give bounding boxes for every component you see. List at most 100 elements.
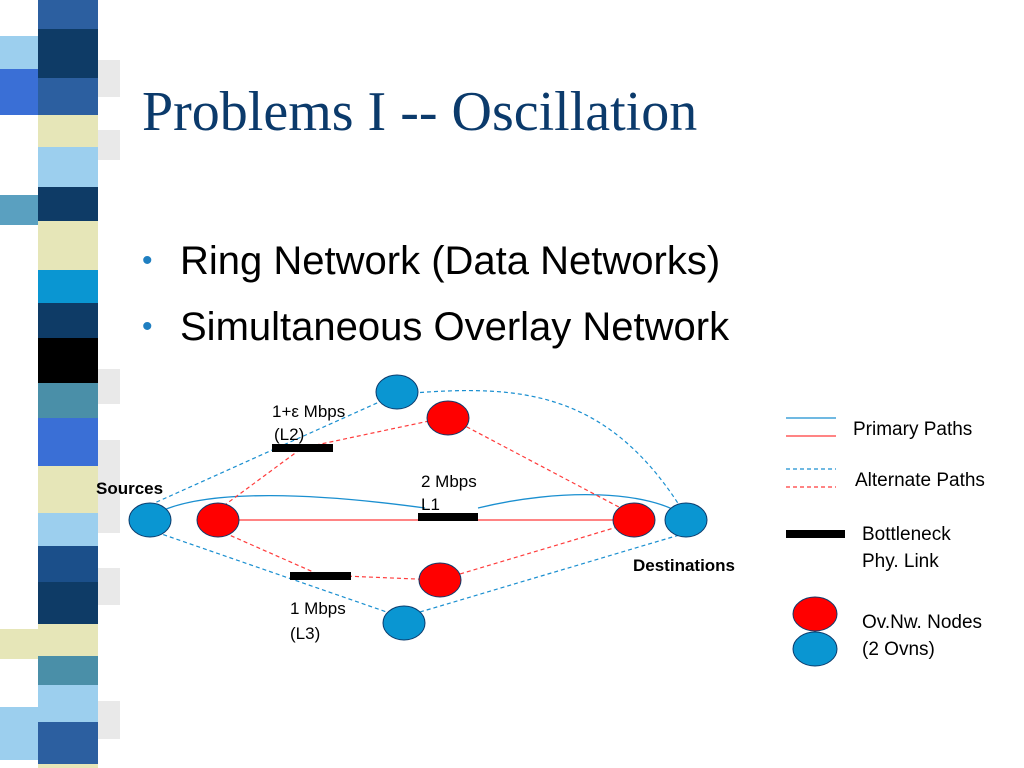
l3-capacity-label: 1 Mbps [290,599,346,618]
stripe-cell [98,605,120,654]
alternate-path-blue [149,529,405,619]
legend-nodes-label: Ov.Nw. Nodes [862,612,982,633]
stripe-cell [98,0,120,14]
alternate-path-blue [412,390,687,517]
bullet-text: Simultaneous Overlay Network [180,305,730,349]
stripe-cell [98,253,120,299]
stripe-cell [0,548,38,588]
alternate-path-red [447,416,635,516]
stripe-cell [38,466,98,513]
sources-label: Sources [96,479,163,498]
stripe-cell [0,385,38,420]
stripe-cell [98,568,120,605]
stripe-cell [98,404,120,440]
legend-blue-node-swatch [792,631,838,667]
stripe-cell [98,739,120,768]
stripe-cell [0,760,38,768]
l1-capacity-label: 2 Mbps [421,472,477,491]
decorative-side-stripe [0,0,120,768]
stripe-cell [98,701,120,739]
stripe-cell [38,513,98,546]
alternate-path-red [439,521,635,581]
red-source-node [196,502,240,538]
red-destination-node [612,502,656,538]
stripe-cell [0,629,38,659]
stripe-cell [0,354,38,385]
stripe-cell [0,165,38,195]
legend-bottleneck-label: Bottleneck [862,524,951,545]
stripe-cell [38,270,98,303]
legend: Primary Paths Alternate Paths Bottleneck… [786,417,985,667]
stripe-cell [38,187,98,221]
stripe-cell [38,221,98,270]
bullet-text: Ring Network (Data Networks) [180,239,721,283]
alternate-path-red [217,529,321,576]
stripe-cell [0,707,38,760]
stripe-cell [38,582,98,624]
stripe-cell [38,383,98,418]
stripe-cell [38,722,98,764]
slide-title: Problems I -- Oscillation [142,81,698,143]
stripe-cell [38,685,98,722]
legend-bottleneck-label-2: Phy. Link [862,551,939,572]
blue-source-node [128,502,172,538]
stripe-cell [0,420,38,469]
blue-destination-node [664,502,708,538]
primary-path-blue [477,494,687,518]
blue-bottom-node [382,605,426,641]
l2-link-label: (L2) [274,425,304,444]
bullet-dot: • [142,244,153,277]
stripe-cell [0,225,38,276]
stripe-cell [38,115,98,147]
alternate-path-red [217,447,303,511]
stripe-cell [0,115,38,165]
bullet-item: • Ring Network (Data Networks) [140,228,729,294]
bullet-dot: • [142,310,153,343]
destinations-label: Destinations [633,556,735,575]
stripe-cell [38,29,98,78]
alternate-path-red [301,416,449,449]
l1-link-label: L1 [421,495,440,514]
red-top-node [426,400,470,436]
stripe-cell [98,204,120,253]
stripe-cell [38,764,98,768]
stripe-cell [0,195,38,225]
stripe-cell [98,299,120,341]
stripe-cell [98,654,120,701]
stripe-cell [38,624,98,656]
stripe-cell [98,160,120,204]
stripe-cell [98,533,120,568]
stripe-cell [38,147,98,187]
stripe-cell [98,60,120,97]
alternate-path-blue [419,532,687,613]
stripe-cell [38,656,98,685]
stripe-cell [38,78,98,115]
bullet-item: • Simultaneous Overlay Network [140,294,729,360]
legend-alternate-label: Alternate Paths [855,470,985,491]
stripe-cell [38,338,98,383]
stripe-cell [38,418,98,466]
stripe-cell [98,369,120,404]
legend-primary-label: Primary Paths [853,419,972,440]
stripe-cell [0,659,38,707]
stripe-cell [38,546,98,582]
l3-link-label: (L3) [290,624,320,643]
stripe-cell [38,0,98,29]
stripe-cell [0,588,38,629]
stripe-cell [98,341,120,369]
legend-nodes-label-2: (2 Ovns) [862,639,935,660]
red-bottom-node [418,562,462,598]
stripe-cell [38,303,98,338]
bullet-list: • Ring Network (Data Networks) • Simulta… [140,228,729,360]
stripe-cell [98,130,120,160]
stripe-cell [98,97,120,130]
stripe-cell [0,469,38,503]
stripe-cell [0,69,38,115]
stripe-cell [0,318,38,354]
stripe-cell [0,0,38,36]
stripe-cell [98,484,120,533]
blue-top-node [375,374,419,410]
stripe-cell [98,14,120,60]
stripe-cell [98,440,120,484]
